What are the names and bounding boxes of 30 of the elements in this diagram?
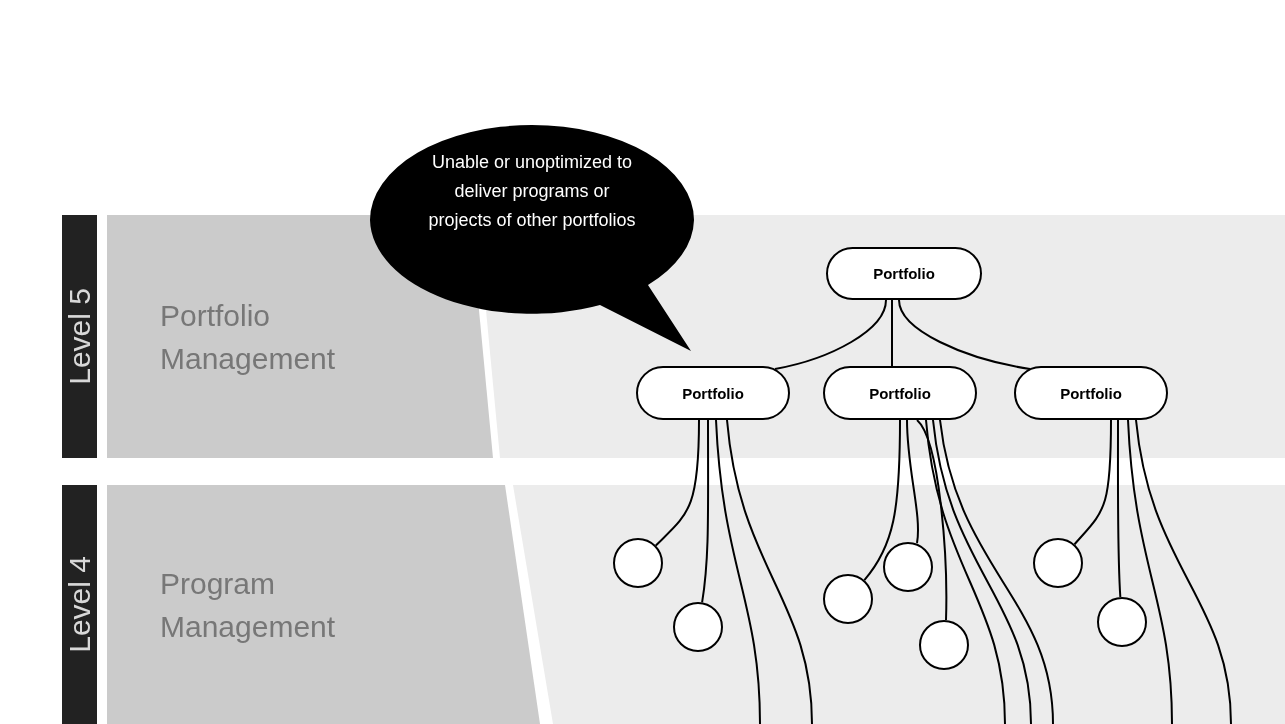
layer-panel	[107, 485, 540, 724]
portfolio-node: Portfolio	[636, 366, 790, 420]
portfolio-node: Portfolio	[1014, 366, 1168, 420]
callout-text: Unable or unoptimized to deliver programs or projects of other portfolios	[427, 151, 637, 232]
layer-title: Portfolio Management	[160, 297, 337, 377]
connector-line	[654, 419, 700, 547]
connector-line	[1127, 419, 1173, 724]
connector-line	[925, 419, 1006, 724]
connector-line	[701, 419, 710, 604]
connector-line	[726, 419, 813, 724]
portfolio-node: Portfolio	[823, 366, 977, 420]
level-bar	[62, 485, 97, 724]
connector-line	[939, 419, 1054, 724]
connector-line	[863, 419, 901, 582]
connector-line	[932, 419, 1032, 724]
level-label: Level 4	[64, 556, 95, 653]
connector-line	[898, 299, 1031, 370]
connector-line	[1135, 419, 1232, 724]
connector-line	[1073, 419, 1112, 546]
level-bar	[62, 215, 97, 458]
connector-line	[774, 299, 887, 370]
level-label: Level 5	[64, 288, 95, 385]
connector-line	[916, 419, 948, 621]
layer-panel	[107, 215, 493, 458]
connector-line	[906, 419, 919, 544]
connector-line	[891, 299, 893, 367]
portfolio-node: Portfolio	[826, 247, 982, 300]
layer-title: Program Management	[160, 565, 337, 645]
connector-line	[715, 419, 761, 724]
connector-line	[1116, 419, 1122, 599]
